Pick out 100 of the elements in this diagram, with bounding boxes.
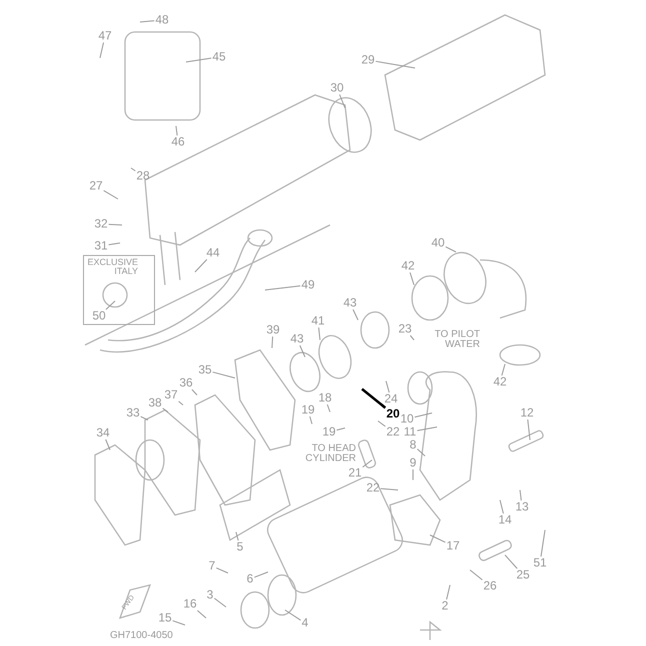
callout-number: 28 [135, 170, 151, 182]
callout-number: 23 [397, 322, 413, 336]
callout-number: 33 [125, 406, 141, 420]
callout-number: 13 [514, 500, 530, 514]
leader-line [362, 460, 372, 468]
leader-line [254, 572, 268, 578]
callout-number: 50 [91, 310, 107, 322]
leader-line [416, 426, 438, 432]
callout-number: 19 [300, 404, 316, 416]
callout-number: 22 [365, 482, 381, 494]
leader-line [130, 168, 136, 172]
callout-number: 40 [430, 236, 446, 250]
callout-number: 22 [385, 426, 401, 438]
leader-line [361, 388, 386, 409]
inset-frame [83, 255, 155, 325]
callout-number: 24 [383, 392, 399, 406]
leader-line [100, 42, 104, 58]
leader-line [410, 272, 414, 286]
leader-line [445, 246, 456, 252]
callout-number: 18 [317, 392, 333, 404]
leader-line [339, 94, 346, 108]
callout-number: 9 [408, 456, 418, 470]
callout-number: 35 [197, 364, 213, 376]
leader-line [504, 554, 518, 569]
leader-line [216, 567, 228, 574]
leader-line [520, 490, 522, 501]
leader-line [162, 408, 168, 412]
leader-line [430, 534, 446, 543]
leader-line [410, 335, 414, 340]
callout-number: 30 [329, 82, 345, 94]
leader-line [336, 428, 346, 431]
callout-number: 26 [482, 580, 498, 592]
callout-number: 25 [515, 568, 531, 582]
callout-number: 36 [178, 376, 194, 390]
callout-number: 5 [236, 540, 244, 554]
note-text: TO HEAD CYLINDER [304, 444, 356, 464]
callout-number: 32 [93, 218, 109, 230]
leader-line [236, 532, 239, 541]
callout-number: 7 [208, 560, 216, 572]
callout-number: 11 [402, 426, 418, 438]
callout-number: 39 [265, 324, 281, 336]
callout-number: 48 [154, 14, 170, 26]
leader-line [416, 448, 426, 456]
leader-line [108, 224, 122, 226]
callout-number: 37 [163, 388, 179, 402]
callout-number: 42 [492, 376, 508, 388]
leader-line [140, 416, 148, 420]
callout-number: 43 [289, 332, 305, 346]
callout-number: 29 [360, 54, 376, 66]
leader-line [318, 327, 320, 340]
callout-number: 21 [347, 466, 363, 480]
callout-number: 47 [97, 30, 113, 42]
leader-line [272, 336, 274, 348]
leader-line [284, 610, 302, 621]
leader-line [214, 598, 226, 608]
callout-number: 15 [157, 612, 173, 624]
leader-line [264, 285, 301, 290]
leader-line [191, 389, 198, 396]
callout-number: 38 [147, 396, 163, 410]
leader-line [380, 488, 398, 490]
inset-heading: EXCLUSIVE ITALY [86, 258, 138, 276]
leader-line [501, 364, 506, 376]
callout-number: 19 [321, 426, 337, 438]
leader-line [178, 400, 184, 406]
leader-line [196, 610, 206, 618]
callout-number: 12 [519, 406, 535, 420]
leader-line [414, 412, 432, 418]
leader-line [540, 530, 546, 557]
leader-line [375, 60, 416, 68]
leader-line [186, 58, 212, 62]
leader-line [212, 372, 236, 378]
callout-number: 6 [246, 572, 254, 586]
callout-number: 44 [205, 246, 221, 260]
leader-line [527, 419, 530, 440]
callout-number: 46 [170, 136, 186, 148]
callout-number: 16 [182, 598, 198, 610]
callout-number: 3 [206, 588, 214, 602]
callout-number: 2 [440, 600, 450, 612]
leader-line [194, 259, 208, 272]
leader-line [103, 190, 118, 200]
leader-line [299, 345, 306, 358]
callout-number: 49 [300, 278, 316, 292]
leader-line [500, 500, 504, 514]
leader-line [105, 439, 110, 450]
leader-line [108, 242, 120, 246]
callout-number: 51 [532, 556, 548, 570]
leader-line [105, 300, 116, 310]
leader-line [470, 570, 483, 580]
callout-number: 45 [211, 50, 227, 64]
callout-number: 10 [399, 412, 415, 426]
callout-number: 31 [93, 240, 109, 252]
callout-number: 42 [400, 260, 416, 272]
callout-number: 14 [497, 514, 513, 526]
leader-line [412, 469, 414, 480]
leader-line [326, 404, 330, 412]
leader-line [352, 309, 358, 320]
leader-line [446, 584, 450, 600]
callout-number: 34 [95, 426, 111, 440]
leader-line [172, 620, 186, 626]
callout-number: 27 [88, 180, 104, 192]
